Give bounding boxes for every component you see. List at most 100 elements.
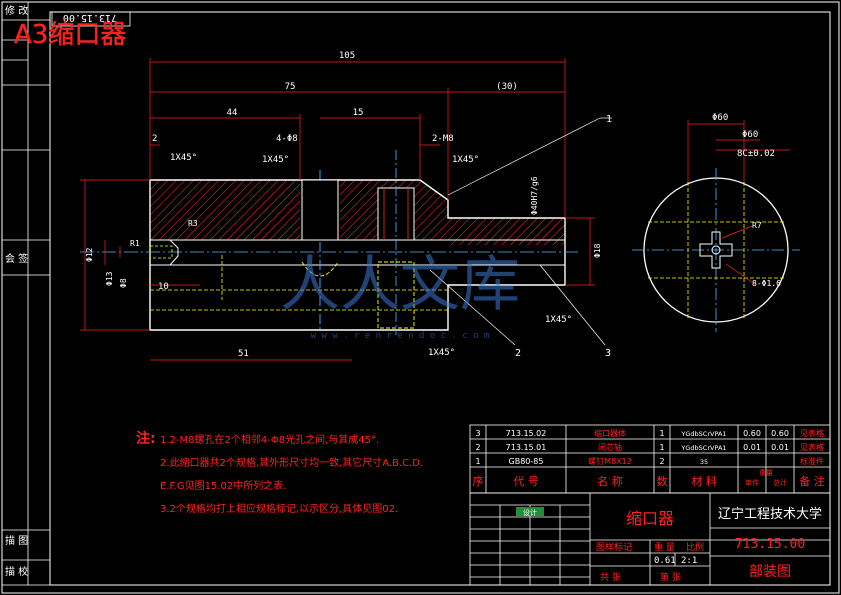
bom-header-1: 代 号 — [513, 475, 539, 488]
bom-cell-r0-c1: 713.15.02 — [506, 429, 547, 438]
bom-header-7: 备 注 — [799, 474, 825, 488]
dim-2-m8: 2-M8 — [432, 134, 454, 144]
bom-cell-r1-c1: 713.15.01 — [506, 443, 547, 452]
bom-cell-r0-c4: YGdbSCrVPA1 — [680, 430, 726, 438]
section-view — [80, 150, 580, 335]
side-view — [632, 120, 800, 332]
tb-sheet-total: 共 张 — [600, 572, 621, 583]
bom-header-3: 数 — [657, 475, 668, 488]
chamfer-label-a: 1X45° — [170, 153, 197, 163]
dim-105: 105 — [339, 51, 355, 61]
side-dim-tolerance: 8C±0.02 — [737, 149, 775, 159]
tb-part-name: 缩口器 — [626, 509, 674, 528]
tb-stage-label: 图样标记 — [596, 541, 632, 553]
tb-drawing-type: 部装图 — [749, 564, 791, 580]
bom-cell-r1-c6: 0.01 — [771, 443, 789, 452]
bom-header-5: 单件 — [745, 478, 759, 487]
bom-cell-r2-c7: 标准件 — [800, 456, 824, 466]
chamfer-label-e: 1X45° — [428, 348, 455, 358]
left-strip — [2, 2, 50, 586]
chamfer-label-d: 1X45° — [545, 315, 572, 325]
dim-phi18: Φ18 — [593, 243, 602, 258]
bom-cell-r1-c5: 0.01 — [743, 443, 761, 452]
tb-drawing-no: 713.15.00 — [735, 537, 805, 552]
dim-15: 15 — [353, 108, 364, 118]
side-dim-60b: Φ60 — [742, 130, 758, 140]
dimension-lines — [80, 58, 595, 361]
tb-weight-value: 0.61 — [654, 556, 676, 566]
watermark-url: w w w . r e n r e n d o c . c o m — [311, 331, 490, 341]
bom-cell-r2-c4: 35 — [700, 458, 708, 466]
bom-cell-r2-c3: 2 — [659, 457, 664, 466]
tapped-hole-2-m8 — [377, 150, 415, 335]
bom-cell-r1-c2: 闭芯轴 — [598, 442, 622, 452]
title-block — [469, 492, 831, 586]
tb-design-label: 设计 — [523, 508, 537, 517]
bom-header-0: 序 — [473, 474, 484, 488]
tb-school: 辽宁工程技术大学 — [718, 506, 822, 522]
bom-header-6: 总计 — [773, 478, 787, 487]
bom-cell-r2-c2: 螺钉M8X12 — [588, 456, 632, 466]
dim-2: 2 — [152, 134, 157, 144]
dim-30: (30) — [496, 82, 518, 92]
chamfer-label-c: 1X45° — [452, 155, 479, 165]
dim-phi12: Φ12 — [85, 247, 94, 262]
note-line-1: 1.2-M8螺孔在2个相邻4-Φ8光孔之间,与其成45°. — [160, 433, 379, 446]
bom-cell-r0-c7: 见表格 — [800, 428, 824, 438]
chamfer-label-b: 1X45° — [262, 155, 289, 165]
bom-cell-r0-c6: 0.60 — [771, 429, 789, 438]
note-line-3: E.F.G见图15.02中所列之表. — [160, 479, 286, 492]
dim-r1: R1 — [130, 239, 140, 248]
tb-green-marker — [516, 507, 544, 516]
dim-phi13: Φ13 — [105, 271, 114, 286]
bom-cell-r1-c3: 1 — [659, 443, 664, 452]
bom-cell-r1-c7: 见表格 — [800, 442, 824, 452]
dim-r3: R3 — [188, 219, 198, 228]
bom-cell-r1-c4: YGdbSCrVPA1 — [680, 444, 726, 452]
watermark: 人人文库 w w w . r e n r e n d o c . c o m — [280, 250, 520, 341]
bom-cell-r2-c1: GB80-85 — [509, 457, 544, 466]
tb-sheet-number: 第 张 — [660, 571, 681, 583]
bom-header-4: 材 料 — [691, 474, 717, 488]
note-line-2: 2.此缩口器共2个规格,其外形尺寸均一致,其它尺寸A.B.C.D. — [160, 456, 423, 469]
dim-4-phi8: 4-Φ8 — [276, 134, 298, 144]
balloon-1: 1 — [606, 114, 612, 125]
page-title: A3缩口器 — [14, 20, 126, 50]
side-label-draw: 描 图 — [5, 534, 28, 547]
tb-scale-value: 2:1 — [681, 556, 697, 566]
bom-cell-r2-c0: 1 — [475, 457, 480, 466]
dim-44: 44 — [227, 108, 238, 118]
dim-10: 10 — [158, 282, 169, 292]
side-label-check: 描 校 — [5, 565, 28, 578]
side-label-sign: 会 签 — [5, 252, 28, 265]
side-dim-60a: Φ60 — [712, 113, 728, 123]
bom-weight-label: 重量 — [759, 469, 773, 477]
mirror-box — [51, 11, 131, 27]
side-dim-holes: 8-Φ1.6 — [752, 279, 781, 288]
bom-cell-r0-c5: 0.60 — [743, 429, 761, 438]
body-outline — [149, 179, 566, 331]
bom-table — [469, 424, 831, 494]
bom-cell-r0-c2: 缩口器体 — [594, 428, 626, 438]
watermark-text: 人人文库 — [280, 250, 520, 320]
tb-scale-label: 比例 — [686, 541, 704, 553]
dim-phi8: Φ8 — [119, 278, 128, 288]
bom-header-2: 名 称 — [597, 474, 623, 488]
dim-fit: Φ40H7/g6 — [530, 176, 539, 215]
balloon-2: 2 — [515, 348, 521, 359]
tb-weight-label: 重 量 — [654, 541, 675, 553]
leader-lines — [429, 117, 612, 346]
mirror-drawing-no: 713.15.00 — [63, 12, 117, 23]
side-dim-r7: R7 — [752, 221, 762, 230]
inner-border — [49, 11, 831, 586]
balloon-3: 3 — [605, 348, 611, 359]
bom-cell-r1-c0: 2 — [475, 443, 480, 452]
dim-51: 51 — [238, 349, 249, 359]
note-line-4: 3.2个规格均打上相应规格标记,以示区分,具体见图02. — [160, 502, 398, 515]
bom-cell-r0-c3: 1 — [659, 429, 664, 438]
side-label-modify: 修 改 — [5, 4, 28, 17]
dim-75: 75 — [285, 82, 296, 92]
